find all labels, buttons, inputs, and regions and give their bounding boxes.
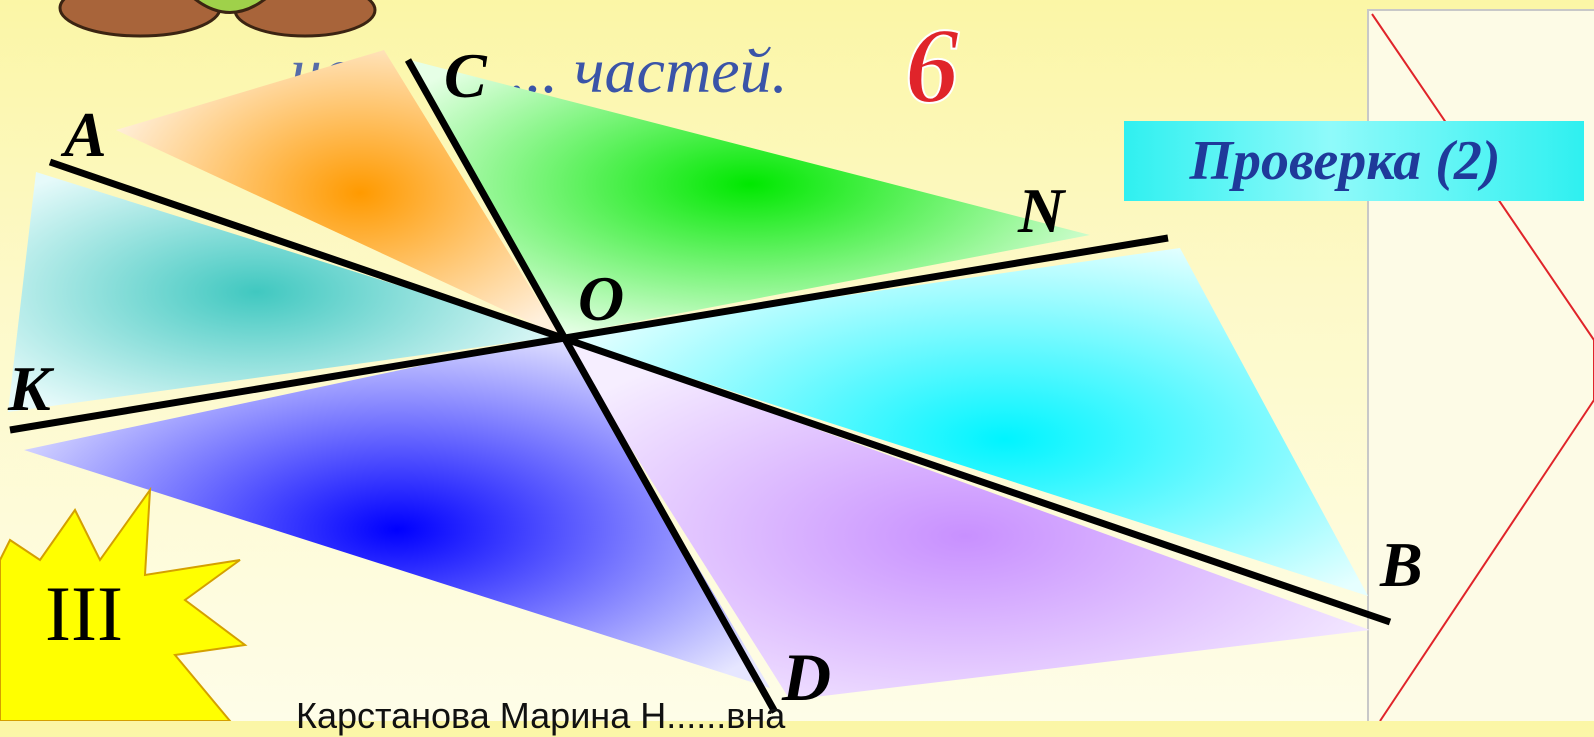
sector-blue [24,336,770,688]
sector-teal [8,172,560,412]
line-KN [9,234,1169,434]
author-credit: Карстанова Марина Н......вна [296,695,786,736]
point-label-O: O [578,263,624,334]
point-label-D: D [781,639,831,715]
point-label-K: K [7,353,55,424]
slide-canvas: на ..... частей. 6 A C N O K B D III [0,0,1594,721]
sector-green [410,60,1090,336]
point-label-A: A [60,99,107,170]
sector-cyan [560,248,1368,596]
sector-orange [116,50,560,336]
sector-violet [560,336,1370,700]
angle-sectors [8,50,1370,700]
intersecting-lines [9,58,1392,714]
answer-number: 6 [905,7,959,126]
cartoon-shoes-illustration [58,0,377,38]
point-label-B: B [1379,529,1423,600]
line-AB [48,158,1392,626]
check-button[interactable]: Проверка (2) [1124,121,1584,201]
starburst-badge: III [0,486,248,721]
right-diagram-panel [1367,9,1594,721]
point-label-C: C [444,40,488,111]
point-label-N: N [1017,175,1067,246]
line-CD [404,58,779,714]
star-roman-numeral: III [45,570,123,657]
